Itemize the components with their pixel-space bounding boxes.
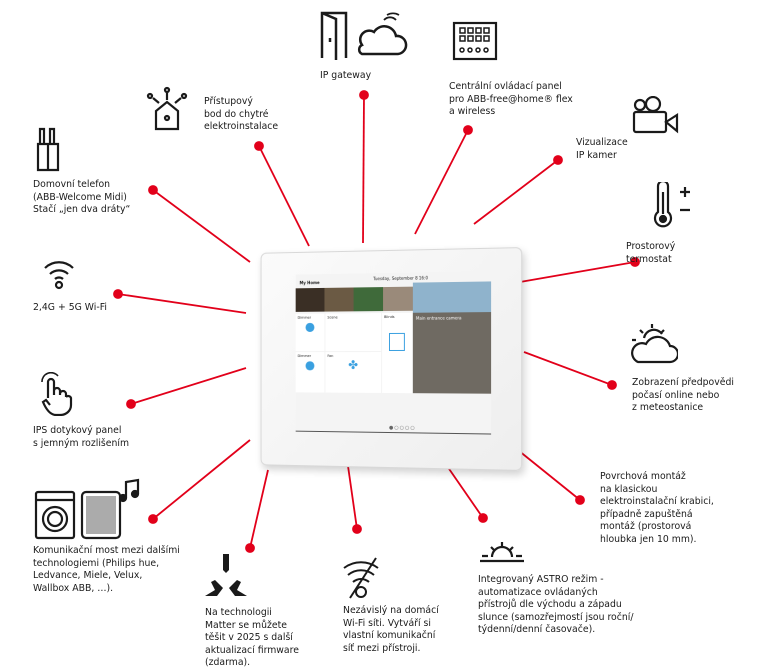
connector-dot bbox=[360, 91, 368, 99]
tile-label: Fan bbox=[327, 354, 333, 358]
tile-camera[interactable]: Main entrance camera bbox=[413, 312, 491, 394]
washer-speaker-note-icon bbox=[34, 478, 142, 542]
tile-fan[interactable]: Fan✤ bbox=[325, 352, 381, 393]
label-door-phone: Domovní telefon (ABB-Welcome Midi) Stačí… bbox=[33, 179, 130, 217]
tile-room-photo bbox=[383, 287, 413, 311]
label-wifi: 2,4G + 5G Wi-Fi bbox=[33, 302, 107, 315]
touch-panel-device: My Home Tuesday, September 8 16:0 Main e… bbox=[261, 247, 523, 471]
connector-dot bbox=[576, 496, 584, 504]
screen-title: My Home bbox=[299, 280, 319, 285]
tile-home-photo bbox=[354, 287, 383, 311]
label-thermostat: Prostorový termostat bbox=[626, 241, 675, 266]
label-access-point: Přístupový bod do chytré elektroinstalac… bbox=[204, 96, 278, 134]
bulb-icon: ● bbox=[298, 320, 323, 334]
connector-dot bbox=[353, 525, 361, 533]
thermometer-icon bbox=[652, 182, 694, 230]
connector-dot bbox=[554, 156, 562, 164]
bulb-icon: ● bbox=[298, 358, 323, 372]
tile-blinds-photo bbox=[324, 287, 353, 311]
touch-hand-icon bbox=[36, 372, 74, 416]
tile-blinds[interactable]: Blinds bbox=[382, 313, 412, 393]
label-ip-cameras: Vizualizace IP kamer bbox=[576, 137, 628, 162]
tile-dimmer-2[interactable]: Dimmer● bbox=[296, 352, 325, 392]
label-bridge: Komunikační most mezi dalšími technologi… bbox=[33, 545, 180, 595]
sunrise-icon bbox=[478, 540, 526, 564]
label-central-panel: Centrální ovládací panel pro ABB-free@ho… bbox=[449, 81, 573, 119]
control-panel-icon bbox=[452, 21, 498, 61]
camera-icon bbox=[632, 96, 680, 134]
fan-icon: ✤ bbox=[327, 358, 379, 372]
tile-label: Blinds bbox=[384, 315, 395, 319]
label-touch-panel: IPS dotykový panel s jemným rozlišením bbox=[33, 425, 129, 450]
label-matter: Na technologii Matter se můžete těšit v … bbox=[205, 607, 299, 670]
connector-dot bbox=[114, 290, 122, 298]
tile-lights bbox=[296, 288, 325, 312]
tile-weather bbox=[413, 281, 491, 312]
connector-dot bbox=[149, 186, 157, 194]
door-cloud-icon bbox=[318, 10, 408, 60]
label-independent: Nezávislý na domácí Wi-Fi síti. Vytváří … bbox=[343, 605, 439, 655]
label-weather: Zobrazení předpovědi počasí online nebo … bbox=[632, 377, 734, 415]
screen-date: Tuesday, September 8 16:0 bbox=[373, 275, 428, 281]
connector-dot bbox=[479, 514, 487, 522]
tile-label: Scene bbox=[327, 315, 337, 319]
door-phone-icon bbox=[34, 126, 62, 172]
connector-dot bbox=[608, 381, 616, 389]
matter-logo-icon bbox=[203, 552, 249, 598]
tile-scene[interactable]: Scene bbox=[325, 313, 381, 351]
access-point-house-icon bbox=[146, 86, 188, 132]
wifi-off-icon bbox=[342, 554, 382, 600]
connector-dot bbox=[255, 142, 263, 150]
connector-dot bbox=[246, 544, 254, 552]
connector-dot bbox=[464, 126, 472, 134]
camera-label: Main entrance camera bbox=[416, 315, 462, 320]
label-mounting: Povrchová montáž na klasickou elektroins… bbox=[600, 471, 714, 547]
wifi-icon bbox=[42, 256, 76, 290]
device-screen: My Home Tuesday, September 8 16:0 Main e… bbox=[296, 271, 491, 434]
weather-cloud-sun-icon bbox=[628, 322, 678, 366]
label-astro: Integrovaný ASTRO režim - automatizace o… bbox=[478, 574, 633, 637]
connector-dot bbox=[127, 400, 135, 408]
label-ip-gateway: IP gateway bbox=[320, 70, 371, 83]
tile-dimmer-1[interactable]: Dimmer● bbox=[296, 314, 325, 352]
blind-icon bbox=[389, 333, 405, 351]
connector-dot bbox=[149, 515, 157, 523]
page-indicator: ●○○○○ bbox=[389, 425, 416, 431]
